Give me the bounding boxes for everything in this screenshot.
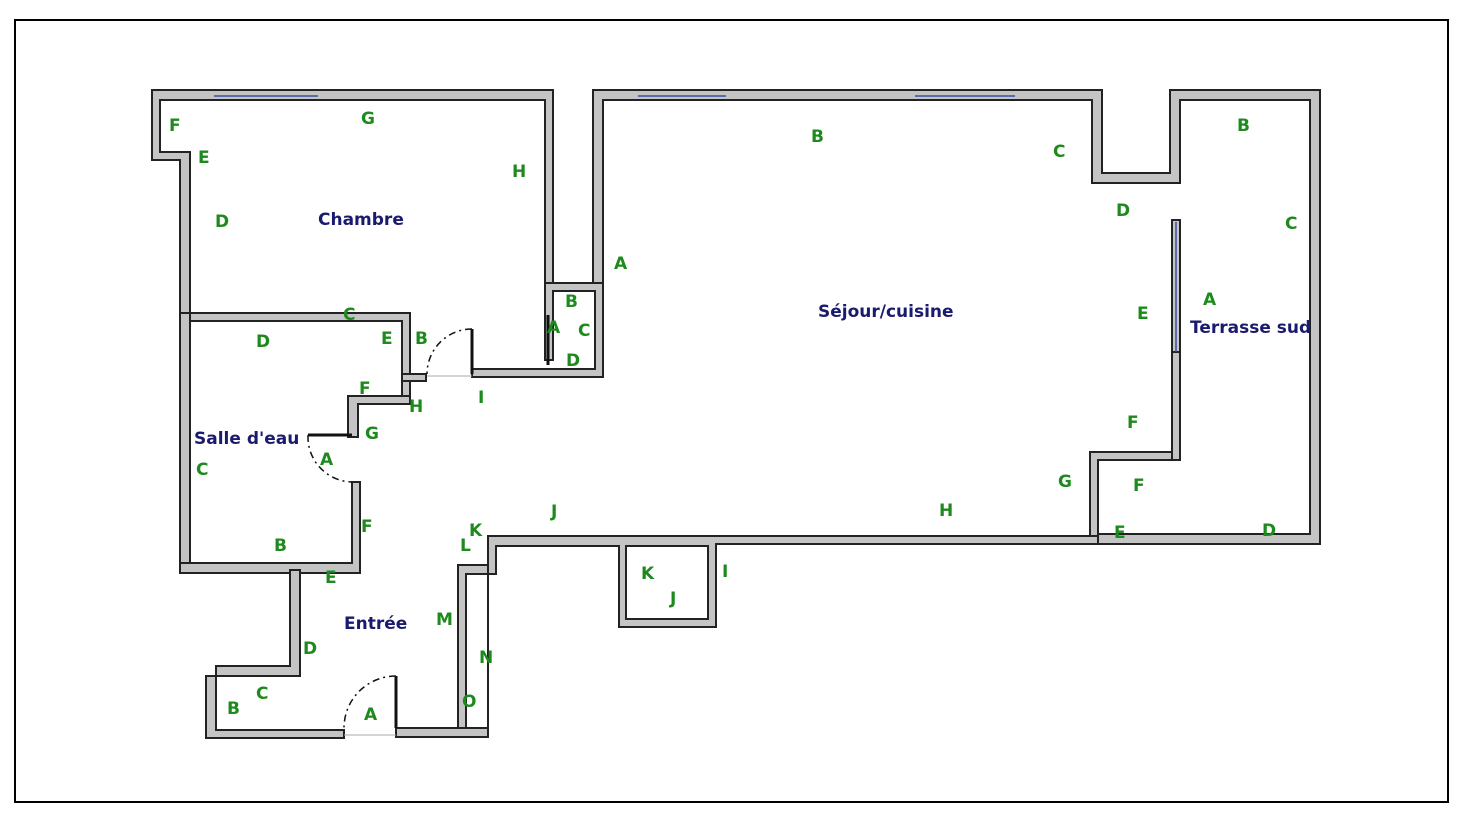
windows [214,95,1177,352]
wall-label: D [1262,521,1276,541]
wall-label: D [303,639,317,659]
wall-salle-eau-bottom [179,481,361,574]
wall-cupboard [471,282,604,378]
wall-label: D [566,351,580,371]
wall-label: G [365,424,379,444]
door-chambre-swing [426,328,473,375]
door-salle-eau-swing [307,434,353,483]
wall-label: E [381,329,393,349]
wall-chambre-partition [189,312,411,397]
wall-label: O [462,692,476,712]
wall-label: F [1133,476,1145,496]
wall-label: A [1203,290,1217,310]
walls [151,89,1321,739]
wall-label: J [550,502,557,522]
wall-label: I [722,562,728,582]
wall-label: B [227,699,240,719]
wall-label: E [1114,523,1126,543]
wall-label: K [469,521,483,541]
wall-label: D [215,212,229,232]
wall-label: M [436,610,453,630]
wall-label: N [479,648,493,668]
wall-entree-east [395,545,497,738]
wall-label: K [641,564,655,584]
doors [307,315,550,736]
drawing-frame [14,19,1449,803]
wall-terrasse-lower [1171,351,1181,461]
room-sejour: Séjour/cuisine [818,302,954,322]
wall-label: C [196,460,208,480]
wall-label: C [578,321,590,341]
wall-label: G [361,109,375,129]
wall-label: H [939,501,953,521]
wall-label: B [274,536,287,556]
wall-labels: F G E H D C B A C D A B C D E F G H I J … [169,109,1297,725]
wall-entree-west [205,569,345,739]
room-names: Chambre Séjour/cuisine Terrasse sud Sall… [194,210,1311,634]
wall-label: I [478,388,484,408]
wall-label: C [256,684,268,704]
wall-label: B [811,127,824,147]
wall-label: J [669,589,676,609]
room-entree: Entrée [344,614,407,634]
wall-chambre-outer [151,89,554,321]
wall-label: A [614,254,628,274]
wall-label: F [1127,413,1139,433]
wall-label: H [409,397,423,417]
wall-label: E [325,568,337,588]
wall-label: H [512,162,526,182]
wall-label: G [1058,472,1072,492]
wall-label: C [343,305,355,325]
wall-sejour-south [487,535,1099,628]
wall-salle-eau-left [179,312,191,564]
wall-label: B [1237,116,1250,136]
room-chambre: Chambre [318,210,404,230]
wall-label: B [415,329,428,349]
wall-label: B [565,292,578,312]
wall-label: D [256,332,270,352]
wall-label: A [547,318,561,338]
wall-niche [401,373,427,382]
wall-label: C [1285,214,1297,234]
wall-label: F [359,379,371,399]
room-salle-eau: Salle d'eau [194,429,299,449]
room-terrasse: Terrasse sud [1190,318,1311,338]
wall-label: A [320,450,334,470]
wall-label: E [198,148,210,168]
wall-label: L [460,536,471,556]
wall-label: A [364,705,378,725]
wall-sejour-outer [592,89,1321,545]
wall-label: D [1116,201,1130,221]
door-entree-swing [343,675,397,729]
wall-label: F [169,116,181,136]
wall-label: C [1053,142,1065,162]
wall-salle-eau-east [347,395,411,438]
wall-label: E [1137,304,1149,324]
wall-label: F [361,517,373,537]
